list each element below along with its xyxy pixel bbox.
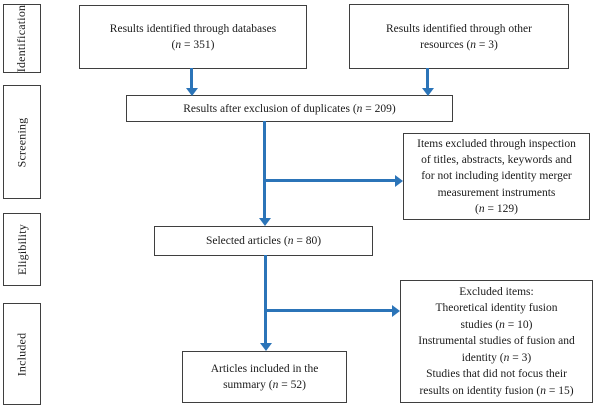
box-text-line: Excluded items:	[459, 285, 534, 298]
box-text-line: Selected articles (n = 80)	[205, 235, 322, 247]
flow-box-items-excluded: Items excluded through inspection of titl…	[403, 133, 590, 220]
arrow-shaft	[265, 309, 393, 312]
box-text-line: studies (n = 10)	[460, 318, 533, 331]
flow-box-included-summary: Articles included in the summary (n = 52)	[182, 351, 347, 403]
arrow-head-down-icon	[185, 88, 198, 96]
stage-box-screening: Screening	[3, 85, 41, 199]
box-text-line: Instrumental studies of fusion and	[418, 335, 575, 348]
box-text-line: identity (n = 3)	[461, 351, 532, 364]
box-text-line: Results identified through databases	[109, 23, 277, 35]
arrow-head-down-icon	[258, 218, 271, 226]
box-text-line: Theoretical identity fusion	[435, 302, 558, 315]
arrow-head-down-icon	[421, 88, 434, 96]
flow-box-duplicates-excluded: Results after exclusion of duplicates (n…	[126, 95, 453, 122]
arrow-shaft	[264, 179, 396, 182]
box-text-line: measurement instruments	[437, 186, 556, 199]
box-text-line: Items excluded through inspection	[417, 137, 576, 150]
stage-box-identification: Identification	[3, 4, 41, 73]
stage-label-included: Included	[14, 332, 29, 376]
arrow-shaft	[263, 121, 266, 219]
stage-label-eligibility: Eligibility	[14, 224, 29, 275]
box-text-line: summary (n = 52)	[223, 379, 306, 391]
arrow-head-right-icon	[395, 174, 403, 187]
box-text-line: (n = 129)	[475, 202, 518, 215]
arrow-shaft	[426, 68, 429, 89]
flow-box-excluded-items: Excluded items: Theoretical identity fusi…	[400, 280, 593, 403]
stage-label-identification: Identification	[14, 4, 29, 73]
flow-box-other-resources: Results identified through other resource…	[349, 4, 569, 69]
arrow-shaft	[190, 68, 193, 89]
stage-label-screening: Screening	[14, 117, 29, 167]
stage-box-included: Included	[3, 303, 41, 405]
box-text-line: results on identity fusion (n = 15)	[419, 384, 574, 397]
arrow-head-down-icon	[259, 343, 272, 351]
box-text-line: for not including identity merger	[421, 170, 572, 183]
box-text-line: of titles, abstracts, keywords and	[421, 154, 572, 167]
box-text-line: (n = 351)	[171, 39, 215, 51]
box-text-line: Articles included in the	[210, 363, 319, 375]
flow-box-selected-articles: Selected articles (n = 80)	[154, 226, 373, 256]
box-text-line: resources (n = 3)	[420, 38, 498, 51]
box-text-line: Results identified through other	[386, 22, 532, 35]
arrow-head-right-icon	[392, 304, 400, 317]
stage-box-eligibility: Eligibility	[3, 213, 41, 286]
flow-box-databases: Results identified through databases (n =…	[79, 5, 307, 69]
box-text-line: Studies that did not focus their	[426, 368, 567, 381]
box-text-line: Results after exclusion of duplicates (n…	[183, 102, 396, 115]
arrow-shaft	[264, 255, 267, 344]
